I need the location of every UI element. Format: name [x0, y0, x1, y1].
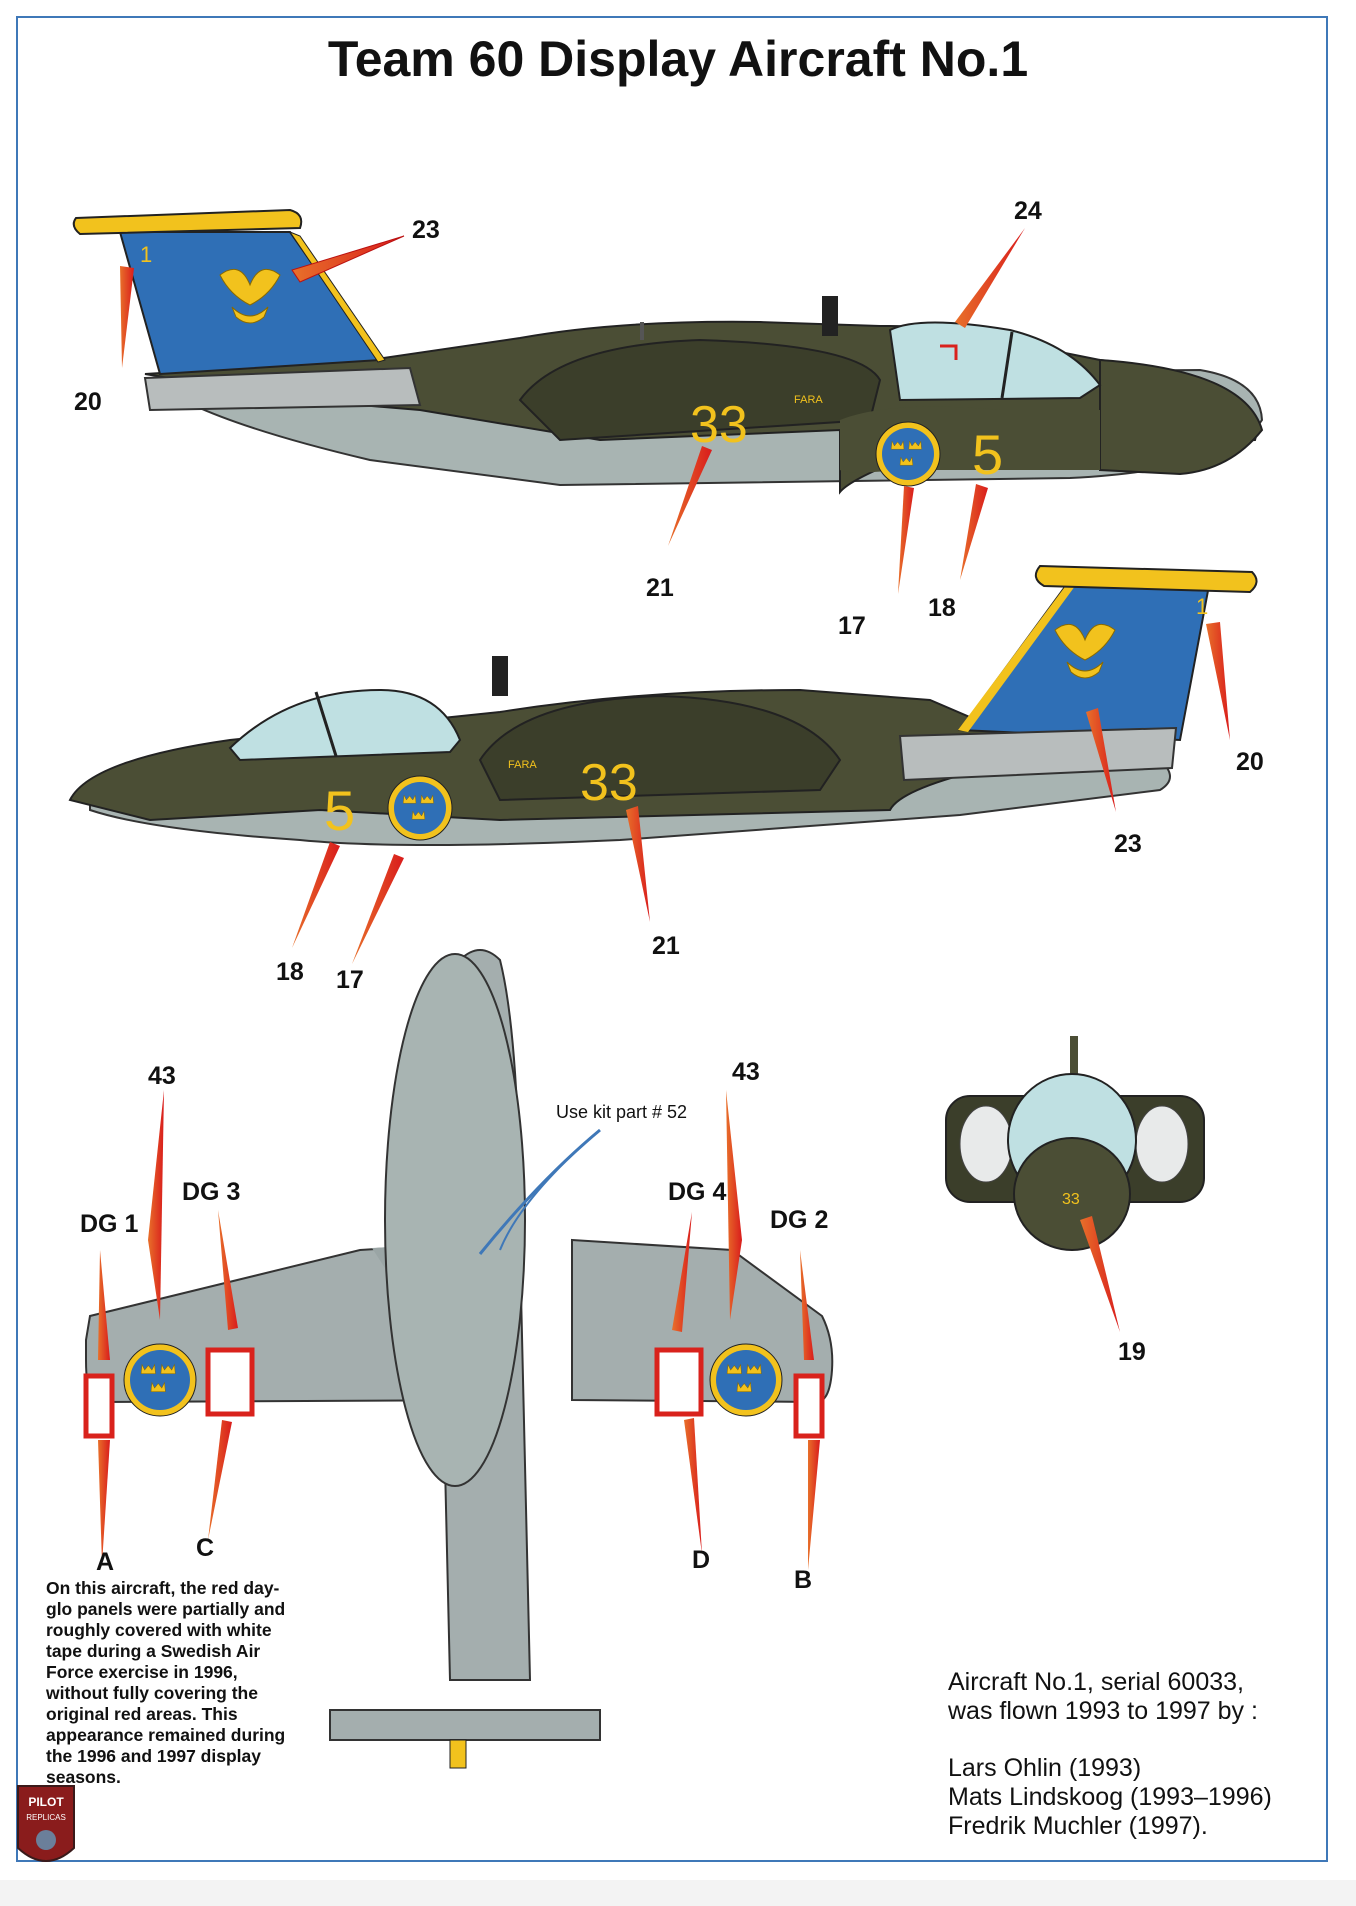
info-line-2: was flown 1993 to 1997 by : [948, 1697, 1258, 1725]
arrows-top [120, 228, 1025, 594]
callout-17-mid: 17 [336, 966, 364, 994]
callout-20-mid: 20 [1236, 748, 1264, 776]
svg-text:REPLICAS: REPLICAS [26, 1813, 66, 1822]
arrow-icon [1080, 1216, 1120, 1332]
svg-text:PILOT: PILOT [28, 1795, 64, 1809]
arrow-icon [898, 486, 914, 594]
info-line-1: Aircraft No.1, serial 60033, [948, 1668, 1244, 1696]
aircraft-front-view: 33 [945, 1036, 1205, 1251]
callout-dg3: DG 3 [182, 1178, 240, 1206]
callout-21-mid: 21 [652, 932, 680, 960]
callout-17-top: 17 [838, 612, 866, 640]
callout-c: C [196, 1534, 214, 1562]
arrow-icon [684, 1418, 702, 1554]
warning-label-text: FARA [794, 394, 823, 406]
callout-43-left: 43 [148, 1062, 176, 1090]
callout-d: D [692, 1546, 710, 1574]
callout-18-mid: 18 [276, 958, 304, 986]
aircraft-side-view-right: 33 5 1 FARA [68, 564, 1258, 846]
arrow-icon [120, 266, 134, 368]
roundel-icon [875, 421, 941, 487]
callout-43-right: 43 [732, 1058, 760, 1086]
arrow-icon [98, 1440, 110, 1564]
callout-dg1: DG 1 [80, 1210, 138, 1238]
callout-20-top: 20 [74, 388, 102, 416]
callout-dg4: DG 4 [668, 1178, 726, 1206]
fuselage-code-text: 33 [690, 396, 748, 454]
callout-dg2: DG 2 [770, 1206, 828, 1234]
callout-a: A [96, 1548, 114, 1576]
tail-number-text: 1 [1196, 594, 1208, 619]
arrow-icon [808, 1440, 820, 1570]
nose-number-text: 5 [972, 423, 1003, 486]
tape-note: On this aircraft, the red day- glo panel… [46, 1578, 286, 1787]
arrow-icon [726, 1090, 742, 1320]
arrow-icon [148, 1090, 164, 1320]
aircraft-side-view-left: 33 5 1 FARA [72, 208, 1264, 495]
roundel-icon [709, 1343, 783, 1417]
arrow-icon [98, 1250, 110, 1360]
fuselage-code-text: 33 [1062, 1191, 1080, 1208]
pilot-replicas-logo: PILOT REPLICAS [17, 1785, 75, 1862]
eagle-badge-icon [1054, 623, 1116, 679]
warning-label-text: FARA [508, 759, 537, 771]
arrow-icon [672, 1212, 692, 1332]
arrow-icon [1206, 622, 1230, 740]
arrow-icon [218, 1210, 238, 1330]
callout-18-top: 18 [928, 594, 956, 622]
arrow-icon [668, 446, 712, 546]
fuselage-code-text: 33 [580, 754, 638, 812]
roundel-icon [387, 775, 453, 841]
arrow-icon [291, 235, 405, 283]
arrow-icon [208, 1420, 232, 1540]
callout-21-top: 21 [646, 574, 674, 602]
bottom-bar [0, 1880, 1356, 1906]
page-title: Team 60 Display Aircraft No.1 [327, 31, 1029, 87]
arrow-icon [1086, 708, 1116, 812]
pilot-2: Mats Lindskoog (1993–1996) [948, 1783, 1272, 1811]
aircraft-info: Aircraft No.1, serial 60033, was flown 1… [948, 1668, 1318, 1841]
callout-23-top: 23 [412, 216, 440, 244]
arrow-icon [960, 484, 988, 580]
arrow-icon [352, 854, 404, 964]
kit-part-note: Use kit part # 52 [556, 1102, 687, 1122]
pilot-1: Lars Ohlin (1993) [948, 1754, 1142, 1782]
nose-number-text: 5 [324, 779, 355, 842]
eagle-badge-icon [219, 268, 281, 324]
arrow-icon [800, 1250, 814, 1360]
arrow-icon [955, 228, 1025, 328]
arrow-icon [626, 806, 650, 922]
arrows-middle [292, 622, 1230, 964]
aircraft-underside-view [83, 949, 834, 1769]
arrow-icon [292, 842, 340, 948]
callout-19: 19 [1118, 1338, 1146, 1366]
tail-number-text: 1 [140, 242, 152, 267]
callout-23-mid: 23 [1114, 830, 1142, 858]
arrows-lower [98, 1090, 1120, 1570]
callout-24: 24 [1014, 197, 1042, 225]
callout-b: B [794, 1566, 812, 1594]
pilot-3: Fredrik Muchler (1997). [948, 1812, 1208, 1840]
roundel-icon [123, 1343, 197, 1417]
